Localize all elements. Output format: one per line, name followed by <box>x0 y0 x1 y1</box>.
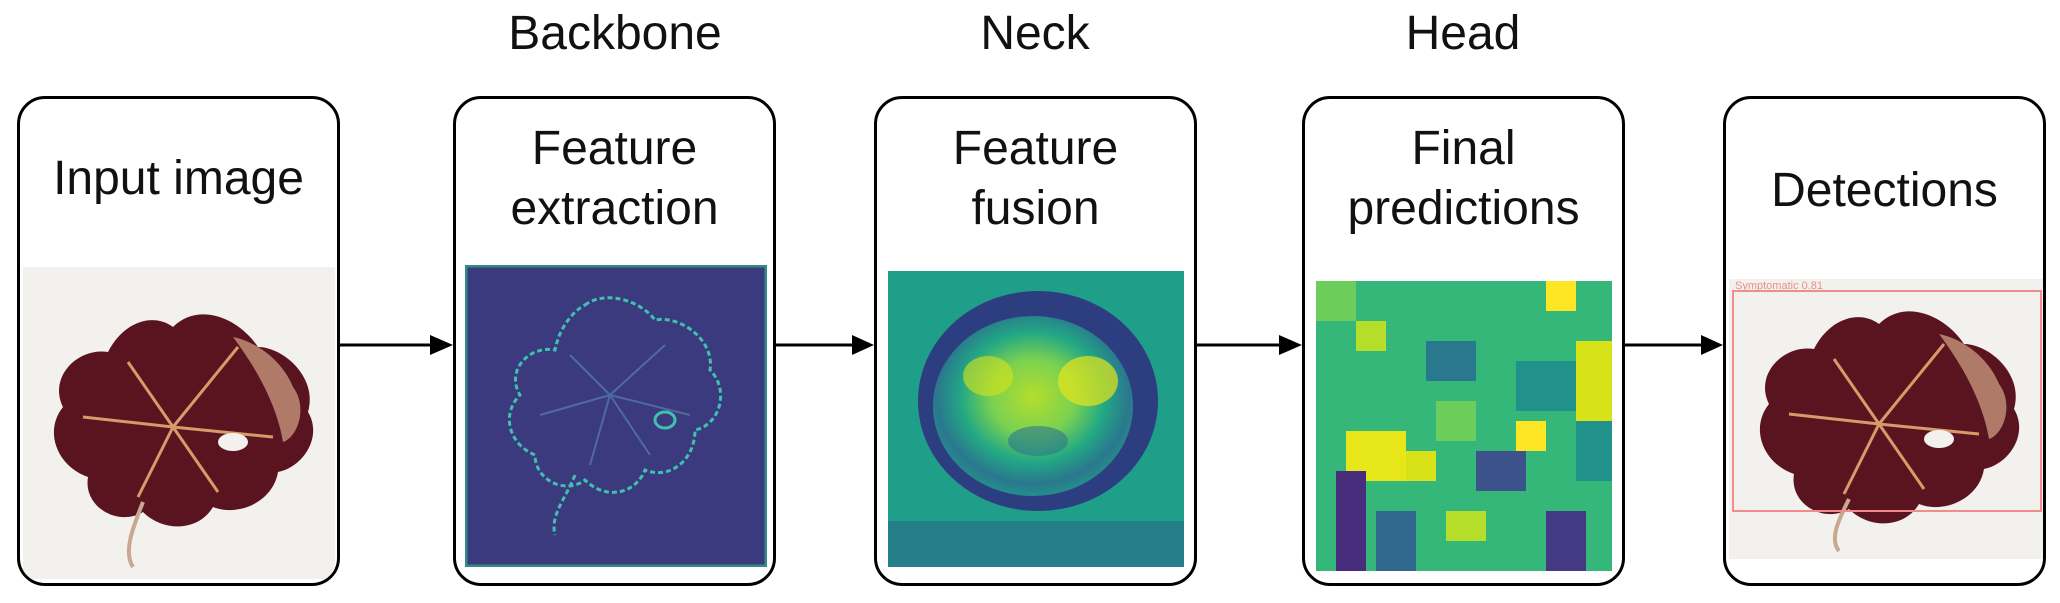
stage-label-backbone: Backbone <box>508 7 722 60</box>
detection-box <box>1732 290 2042 512</box>
arrow-input-to-backbone <box>340 335 453 355</box>
leaf-shape <box>53 314 314 569</box>
feature-extraction-line2: extraction <box>510 182 719 235</box>
stage-label-neck: Neck <box>980 7 1090 60</box>
arrow-neck-to-head <box>1197 335 1302 355</box>
final-predictions-card: Final predictions <box>1302 96 1625 586</box>
feature-fusion-card: Feature fusion <box>874 96 1197 586</box>
final-predictions-line1: Final <box>1411 122 1516 175</box>
feature-extraction-title: Feature extraction <box>456 119 773 239</box>
final-predictions-title: Final predictions <box>1305 119 1622 239</box>
arrow-head-to-detections <box>1625 335 1723 355</box>
feature-fusion-line2: fusion <box>971 182 1100 235</box>
feature-extraction-line1: Feature <box>531 122 698 175</box>
neck-feature-map <box>888 271 1184 567</box>
feature-fusion-title: Feature fusion <box>877 119 1194 239</box>
detections-output-image: Symptomatic 0.81 <box>1729 279 2043 559</box>
input-image-card: Input image <box>17 96 340 586</box>
detections-card: Detections Symptomatic 0.81 <box>1723 96 2046 586</box>
backbone-feature-map <box>465 265 767 567</box>
stage-label-head: Head <box>1405 7 1521 60</box>
head-prediction-map <box>1316 281 1612 571</box>
detection-box-label: Symptomatic 0.81 <box>1735 280 1823 292</box>
final-predictions-line2: predictions <box>1347 182 1580 235</box>
input-image-title: Input image <box>53 152 304 205</box>
feature-fusion-line1: Feature <box>952 122 1119 175</box>
input-leaf-image <box>23 267 335 579</box>
detections-title: Detections <box>1771 164 1998 217</box>
feature-extraction-card: Feature extraction <box>453 96 776 586</box>
arrow-backbone-to-neck <box>776 335 874 355</box>
